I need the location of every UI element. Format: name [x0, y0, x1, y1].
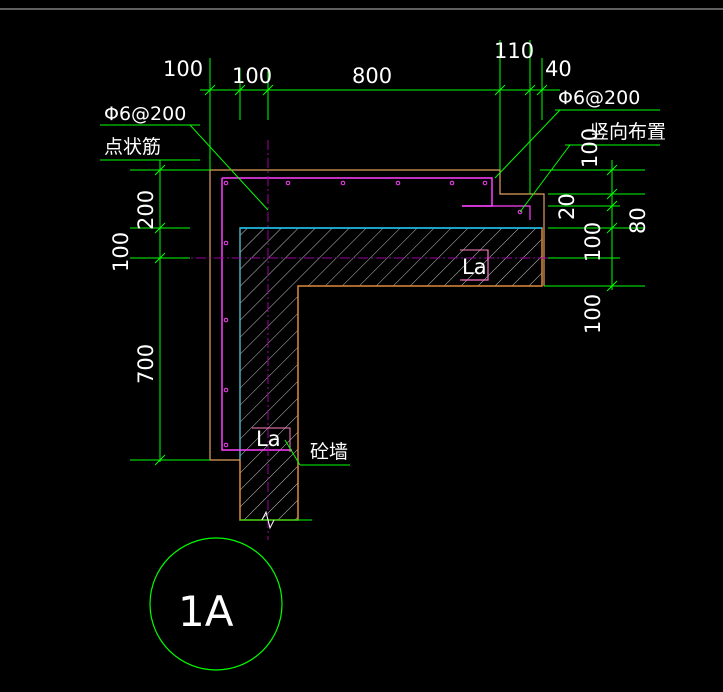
- dim-right-100-top: 100: [578, 128, 602, 168]
- detail-tag-label: 1A: [178, 587, 234, 636]
- dim-right-100-mid: 100: [581, 222, 605, 262]
- dim-top-800: 800: [352, 64, 392, 88]
- rebar-right-hook: [462, 205, 531, 220]
- rebar-left-note: 点状筋: [104, 136, 161, 158]
- rebar-left-spec: Φ6@200: [104, 103, 186, 125]
- dim-right-100-bottom: 100: [581, 294, 605, 334]
- finish-outline-top: [210, 169, 545, 286]
- dim-right-20: 20: [555, 193, 579, 220]
- la-marker-horizontal: [460, 249, 489, 281]
- la-label-horizontal: La: [462, 255, 487, 279]
- break-mark: [261, 510, 275, 530]
- dim-right-80: 80: [626, 207, 650, 234]
- dim-top-100: 100: [232, 64, 272, 88]
- rebar-dots: [223, 180, 523, 448]
- rebar-right-note: 竖向布置: [590, 121, 666, 143]
- rebar-left-loop: [221, 178, 292, 451]
- rebar-top-loop: [222, 177, 493, 207]
- dim-top-110: 110: [494, 39, 534, 63]
- dim-top-100-left: 100: [163, 57, 203, 81]
- concrete-wall-section: [239, 227, 543, 521]
- finish-outline-left: [209, 170, 240, 461]
- dim-left-100: 100: [109, 232, 133, 272]
- dim-top-40: 40: [545, 57, 572, 81]
- rebar-right-spec: Φ6@200: [558, 87, 640, 109]
- la-marker-vertical: [252, 427, 291, 452]
- wall-label: 砼墙: [310, 441, 348, 463]
- dim-left-700: 700: [134, 344, 158, 384]
- detail-tag-circle: [149, 537, 283, 671]
- dim-left-200: 200: [134, 190, 158, 230]
- la-label-vertical: La: [256, 427, 281, 451]
- dimension-lines: [100, 40, 660, 466]
